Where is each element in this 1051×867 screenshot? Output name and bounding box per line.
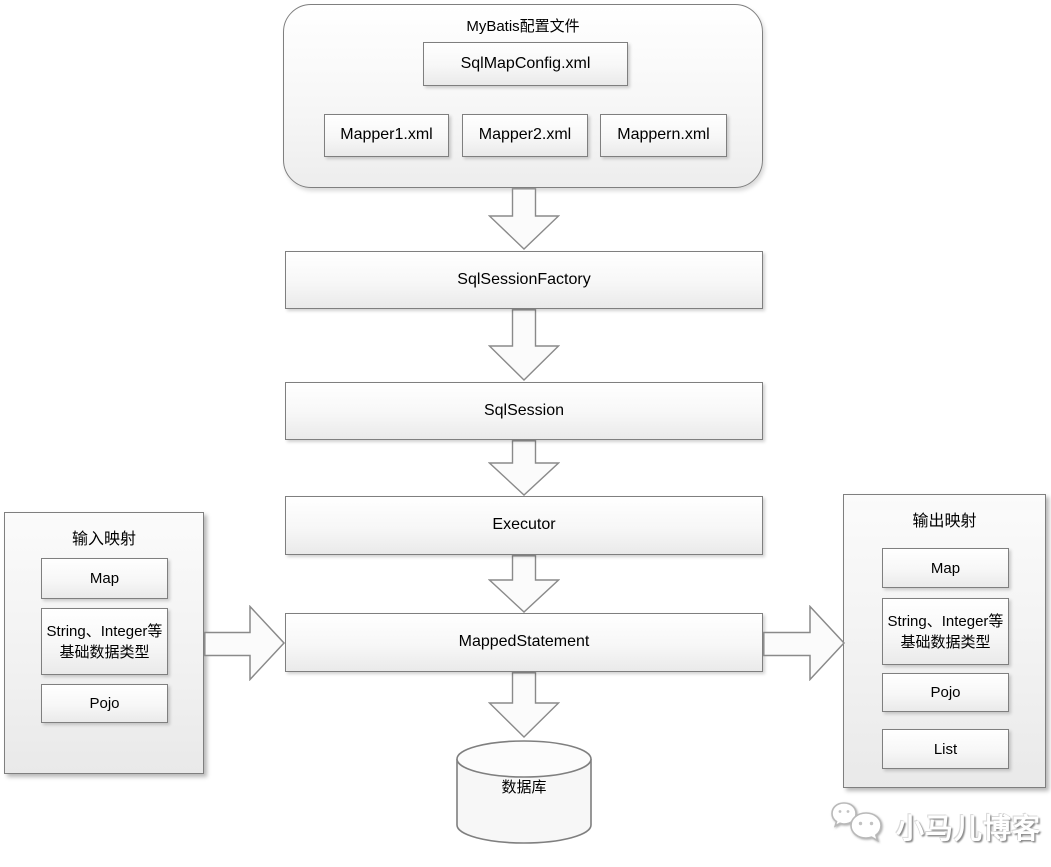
node-mapper1: Mapper1.xml xyxy=(324,114,449,157)
node-sqlmapconfig: SqlMapConfig.xml xyxy=(423,42,628,86)
arrow-down-icon xyxy=(488,672,560,738)
watermark: 小马儿博客 xyxy=(830,796,1045,858)
output-item-list: List xyxy=(882,729,1009,769)
arrow-right-icon xyxy=(204,605,286,681)
output-panel-title: 输出映射 xyxy=(912,513,977,530)
node-sqlsession: SqlSession xyxy=(285,382,763,440)
input-item-pojo: Pojo xyxy=(41,684,168,723)
output-item-basic-types: String、Integer等基础数据类型 xyxy=(882,598,1009,665)
output-item-pojo: Pojo xyxy=(882,673,1009,712)
input-item-basic-types: String、Integer等基础数据类型 xyxy=(41,608,168,675)
output-item-map: Map xyxy=(882,548,1009,588)
node-mappedstatement: MappedStatement xyxy=(285,613,763,672)
input-panel-title: 输入映射 xyxy=(71,531,136,548)
config-container-title: MyBatis配置文件 xyxy=(466,18,580,35)
database-label: 数据库 xyxy=(501,779,547,796)
input-mapping-panel: 输入映射 Map String、Integer等基础数据类型 Pojo xyxy=(4,512,204,774)
input-item-map: Map xyxy=(41,558,168,599)
node-sqlsessionfactory: SqlSessionFactory xyxy=(285,251,763,309)
node-executor: Executor xyxy=(285,496,763,555)
config-files-container: MyBatis配置文件 SqlMapConfig.xml Mapper1.xml… xyxy=(283,4,763,188)
arrow-down-icon xyxy=(488,309,560,381)
arrow-right-icon xyxy=(763,605,845,681)
arrow-down-icon xyxy=(488,555,560,613)
arrow-down-icon xyxy=(488,440,560,496)
database-cylinder-icon xyxy=(456,740,592,844)
arrow-down-icon xyxy=(488,188,560,250)
node-mapper2: Mapper2.xml xyxy=(462,114,588,157)
watermark-text: 小马儿博客 xyxy=(896,813,1042,844)
node-mappern: Mappern.xml xyxy=(600,114,727,157)
output-mapping-panel: 输出映射 Map String、Integer等基础数据类型 Pojo List xyxy=(843,494,1046,788)
chat-bubbles-icon xyxy=(831,802,882,843)
